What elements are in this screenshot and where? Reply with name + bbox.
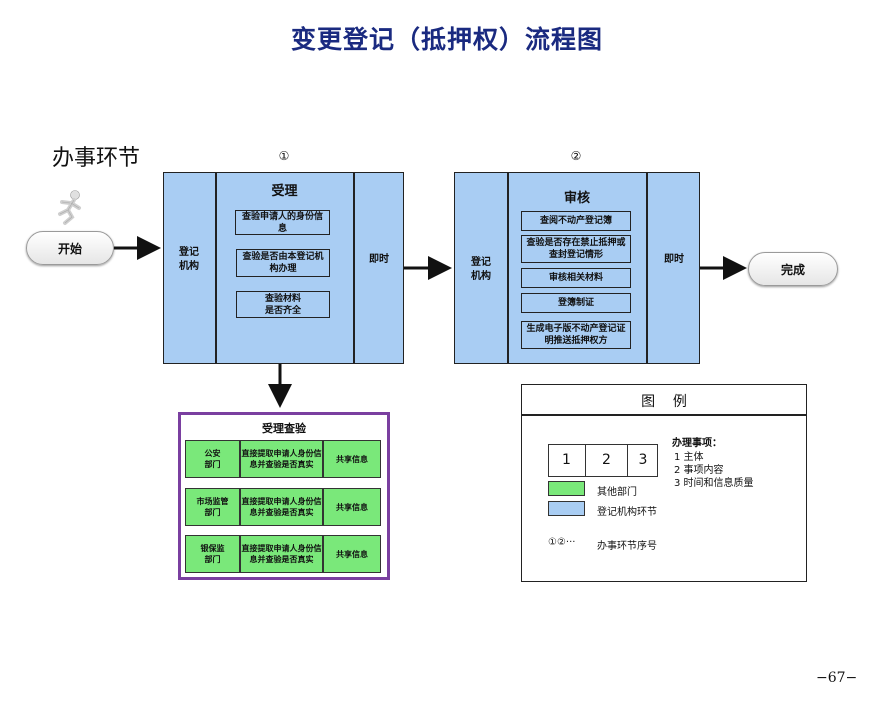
step2-number: ②	[570, 149, 582, 163]
step2-item: 查阅不动产登记簿	[521, 211, 631, 231]
legend-seq-symbol: ①②···	[548, 537, 576, 548]
legend-registry-label: 登记机构环节	[597, 507, 657, 518]
step1-number: ①	[278, 149, 290, 163]
legend-seq-label: 办事环节序号	[597, 541, 657, 552]
step1-item: 查验材料 是否齐全	[236, 291, 330, 318]
legend-item: 1 主体	[674, 452, 704, 463]
legend-swatch-other-dept	[548, 481, 585, 496]
legend-title: 图 例	[641, 394, 687, 410]
step1-item: 查验是否由本登记机构办理	[236, 249, 330, 277]
step1-divider-right	[353, 172, 355, 364]
legend-cell: 3	[638, 452, 648, 468]
check-action: 直接提取申请人身份信息并查验是否真实	[240, 440, 323, 478]
step1-left-label: 登记 机构	[179, 247, 199, 272]
legend-cell-divider	[627, 444, 628, 477]
step2-right-label: 即时	[664, 254, 684, 265]
legend-item: 2 事项内容	[674, 465, 724, 476]
check-result: 共享信息	[323, 488, 381, 526]
step2-item: 生成电子版不动产登记证明推送抵押权方	[521, 321, 631, 349]
page-number: −67−	[816, 670, 858, 686]
check-result: 共享信息	[323, 535, 381, 573]
step1-item: 查验申请人的身份信息	[235, 210, 330, 235]
end-node: 完成	[748, 252, 838, 286]
step2-item: 审核相关材料	[521, 268, 631, 288]
step1-right-label: 即时	[369, 254, 389, 265]
check-action: 直接提取申请人身份信息并查验是否真实	[240, 488, 323, 526]
legend-cell: 2	[602, 452, 611, 468]
legend-swatch-registry	[548, 501, 585, 516]
check-dept: 银保监 部门	[185, 535, 240, 573]
step2-heading: 审核	[563, 191, 590, 206]
start-node: 开始	[26, 231, 114, 265]
step2-item: 登簿制证	[521, 293, 631, 313]
check-panel-heading: 受理查验	[262, 422, 306, 435]
check-dept: 市场监管 部门	[185, 488, 240, 526]
step2-divider-left	[507, 172, 509, 364]
check-action: 直接提取申请人身份信息并查验是否真实	[240, 535, 323, 573]
check-result: 共享信息	[323, 440, 381, 478]
step1-divider-left	[215, 172, 217, 364]
step1-heading: 受理	[271, 184, 298, 199]
legend-item: 3 时间和信息质量	[674, 478, 754, 489]
legend-cell-divider	[585, 444, 586, 477]
section-label: 办事环节	[52, 146, 141, 171]
step2-item: 查验是否存在禁止抵押或查封登记情形	[521, 235, 631, 263]
runner-icon	[58, 190, 81, 225]
legend-divider	[521, 414, 807, 416]
page-title: 变更登记（抵押权）流程图	[290, 25, 603, 54]
check-dept: 公安 部门	[185, 440, 240, 478]
legend-other-dept-label: 其他部门	[597, 487, 637, 498]
step2-left-label: 登记 机构	[471, 257, 491, 282]
step2-divider-right	[646, 172, 648, 364]
legend-cells	[548, 444, 658, 477]
legend-cell: 1	[562, 452, 571, 468]
legend-items-heading: 办理事项：	[672, 438, 722, 449]
